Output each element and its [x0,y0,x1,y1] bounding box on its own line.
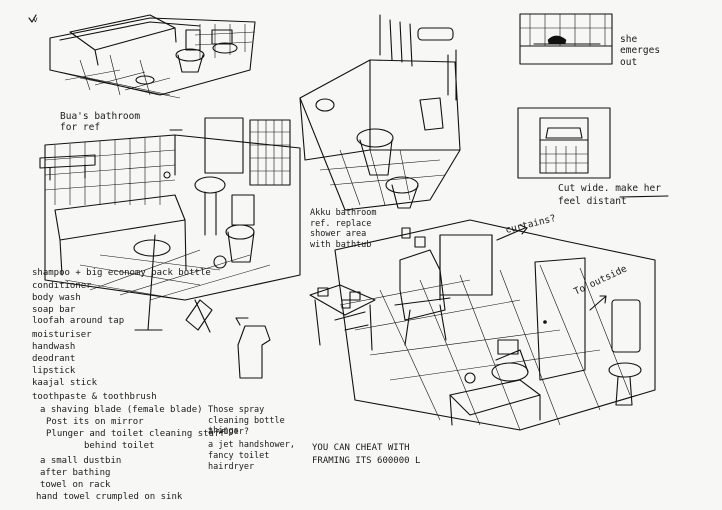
list-item: conditioner [32,281,92,291]
sketch-cut-wide [517,107,611,179]
label-cheat-framing: YOU CAN CHEAT WITH FRAMING ITS 600000 L [312,443,421,467]
list-item: a small dustbin [40,456,122,466]
list-item: deodrant [32,354,76,364]
list-item: after bathing [40,468,111,478]
sketch-top-left-bathroom [49,14,256,99]
label-bua-bathroom: Bua's bathroom for ref [60,111,141,133]
prop-list-right-item: a jet handshower, fancy toilet [208,440,295,461]
list-item: hand towel crumpled on sink [36,492,183,502]
corner-tick [28,14,37,23]
list-item: loofah around tap [32,316,125,326]
sketch-bua-bathroom [39,117,301,379]
list-item: handwash [32,342,76,352]
list-item: a shaving blade (female blade) [40,405,203,415]
sketch-akku-bathroom [299,14,461,211]
prop-list-right-item: a wiper? [208,427,249,437]
corner-mark: v [33,15,38,24]
sketch-big-room [309,219,656,431]
prop-list-right-item: hairdryer [208,462,255,472]
list-item: kaajal stick [32,378,98,388]
prop-list-right-item: Those spray cleaning bottle things [208,405,285,437]
list-item: shampoo + big economy pack bottle [32,268,211,278]
list-item: towel on rack [40,480,111,490]
list-item: toothpaste & toothbrush [32,392,157,402]
label-akku-bathroom: Akku bathroom ref. replace shower area w… [310,208,377,250]
list-item: soap bar [32,305,76,315]
list-item: Post its on mirror [46,417,144,427]
list-item: Plunger and toilet cleaning stuff [46,429,225,439]
sketch-she-emerges [519,13,613,65]
label-cut-wide: Cut wide. make her feel distant [558,183,661,207]
list-item: lipstick [32,366,76,376]
label-she-emerges: she emerges out [620,34,661,68]
list-item: behind toilet [84,441,155,451]
list-item: body wash [32,293,81,303]
list-item: moisturiser [32,330,92,340]
